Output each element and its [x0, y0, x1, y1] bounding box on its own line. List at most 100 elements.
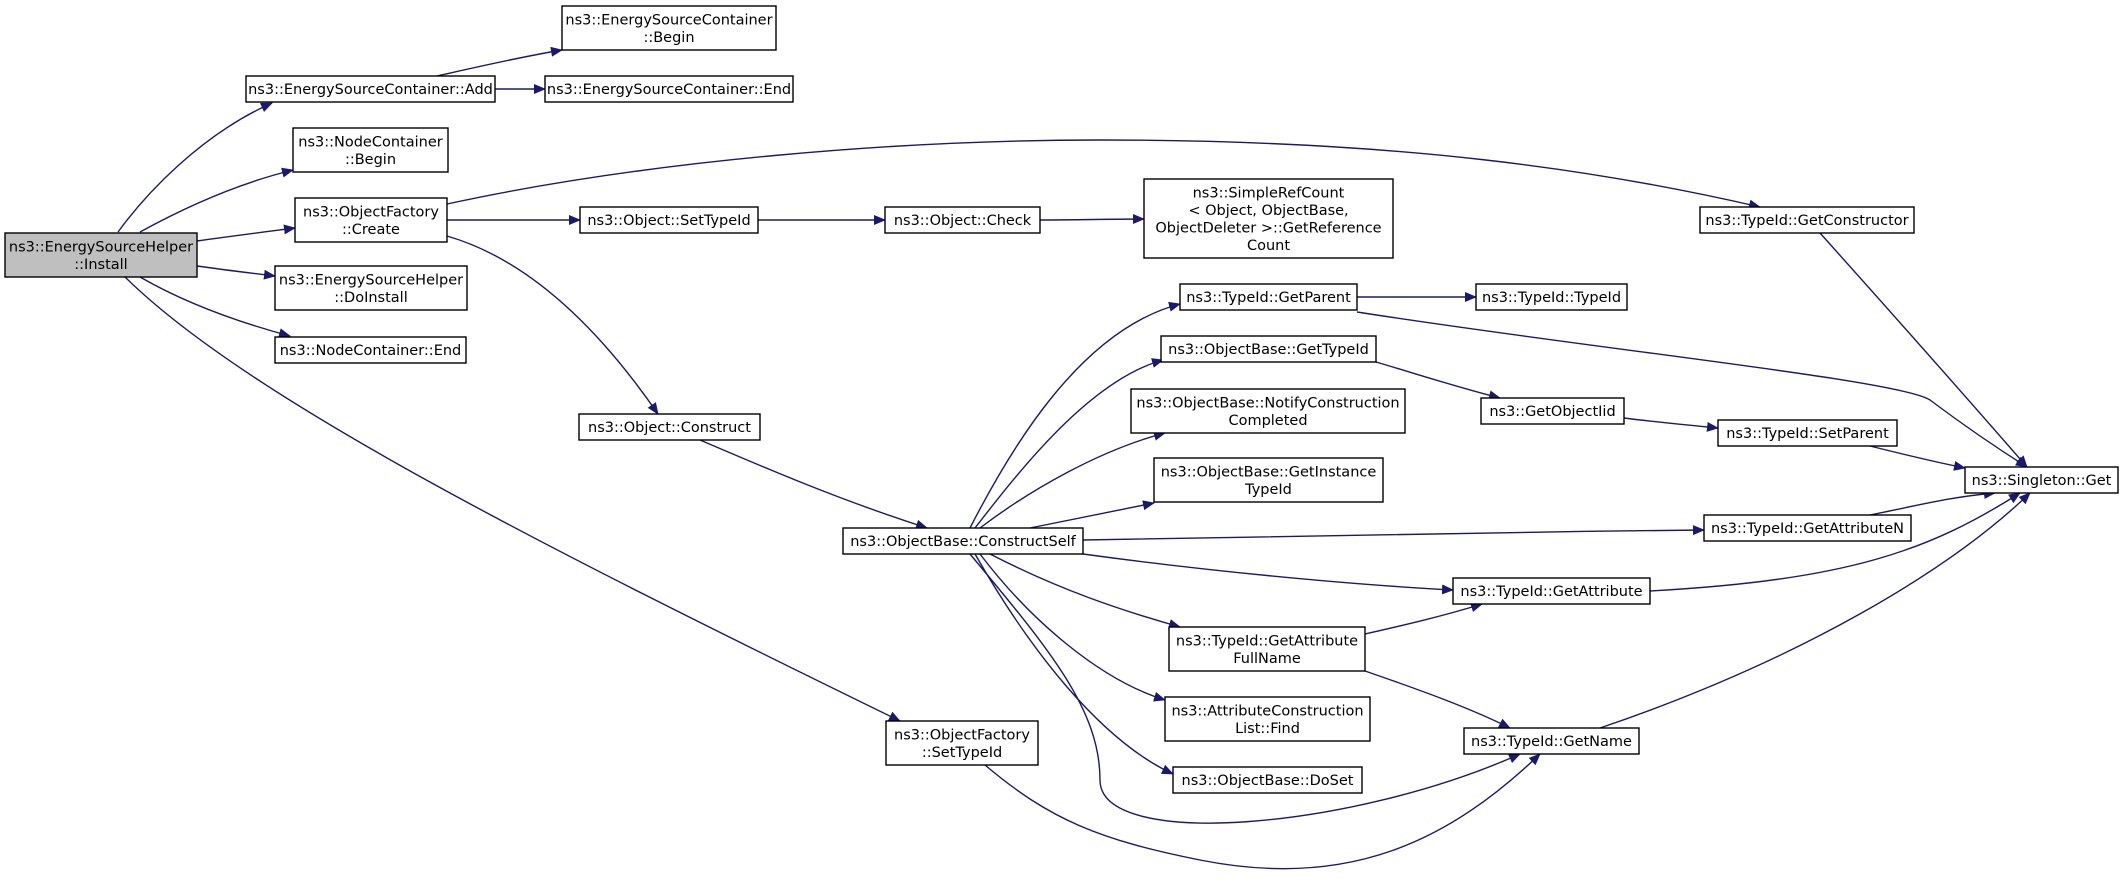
node-box — [1452, 577, 1651, 605]
edge-obj-construct-to-ob-constructself — [699, 439, 928, 530]
node-label-line: ObjectDeleter >::GetReference — [1155, 220, 1381, 236]
node-obj-check[interactable]: ns3::Object::Check — [884, 206, 1041, 234]
edge-ob-constructself-to-tid-getattribute — [1082, 553, 1454, 595]
edge-ob-constructself-to-ob-notifyconstruction — [979, 430, 1166, 529]
node-esh-doinstall[interactable]: ns3::EnergySourceHelper::DoInstall — [274, 265, 468, 311]
node-label-line: List::Find — [1235, 721, 1300, 737]
node-esc-add[interactable]: ns3::EnergySourceContainer::Add — [245, 75, 496, 103]
edge-obj-check-to-src-getrefcount — [1039, 214, 1145, 225]
node-label-line: ns3::EnergySourceContainer — [565, 12, 772, 28]
node-box — [245, 75, 496, 103]
edge-of-create-to-tid-getconstructor — [446, 139, 1761, 210]
node-label-line: ns3::TypeId::GetAttribute — [1176, 633, 1358, 649]
node-box — [1164, 696, 1371, 742]
edge-tid-getconstructor-to-singleton-get — [1819, 232, 2028, 468]
edge-install-to-nc-end — [139, 276, 291, 338]
node-ob-notifyconstruction[interactable]: ns3::ObjectBase::NotifyConstructionCompl… — [1130, 388, 1406, 434]
node-box — [578, 413, 761, 441]
node-src-getrefcount[interactable]: ns3::SimpleRefCount< Object, ObjectBase,… — [1143, 178, 1394, 259]
node-label-line: ns3::ObjectBase::NotifyConstruction — [1136, 395, 1399, 411]
edge-ob-constructself-to-tid-getname — [969, 553, 1521, 824]
node-label-line: ns3::TypeId::GetConstructor — [1705, 213, 1908, 229]
node-ob-gettypeid[interactable]: ns3::ObjectBase::GetTypeId — [1160, 335, 1377, 363]
node-box — [294, 197, 448, 243]
node-label-line: ns3::TypeId::GetAttribute — [1460, 584, 1642, 600]
node-label-line: ns3::ObjectBase::DoSet — [1182, 773, 1354, 789]
node-box — [1480, 397, 1625, 425]
node-box — [1703, 514, 1912, 542]
node-tid-getparent[interactable]: ns3::TypeId::GetParent — [1179, 283, 1358, 311]
edge-ob-constructself-to-tid-getparent — [969, 301, 1181, 529]
node-tid-typeid[interactable]: ns3::TypeId::TypeId — [1475, 283, 1628, 311]
node-box — [561, 5, 777, 51]
edge-tid-getattribute-to-singleton-get — [1649, 492, 2021, 592]
node-box — [1143, 178, 1394, 259]
node-ob-doset[interactable]: ns3::ObjectBase::DoSet — [1172, 766, 1363, 794]
node-singleton-get[interactable]: ns3::Singleton::Get — [1964, 466, 2119, 494]
edge-ob-constructself-to-acl-find — [979, 553, 1166, 702]
edge-ob-gettypeid-to-getobjectiid — [1375, 361, 1501, 401]
node-obj-construct[interactable]: ns3::Object::Construct — [578, 413, 761, 441]
edge-ob-constructself-to-ob-getinstancetypeid — [1029, 500, 1155, 529]
node-box — [4, 232, 198, 278]
edge-tid-getparent-to-singleton-get — [1356, 311, 2028, 468]
node-label-line: FullName — [1233, 651, 1301, 667]
node-getobjectiid[interactable]: ns3::GetObjectIid — [1480, 397, 1625, 425]
edge-install-to-nc-begin — [139, 167, 294, 233]
node-label-line: ns3::SimpleRefCount — [1193, 185, 1345, 201]
node-label-line: ::Install — [74, 257, 127, 273]
node-nc-end[interactable]: ns3::NodeContainer::End — [274, 336, 467, 364]
node-label-line: ns3::TypeId::GetAttributeN — [1711, 521, 1904, 537]
node-tid-getattributen[interactable]: ns3::TypeId::GetAttributeN — [1703, 514, 1912, 542]
node-tid-setparent[interactable]: ns3::TypeId::SetParent — [1717, 419, 1898, 447]
node-label-line: ns3::ObjectFactory — [894, 727, 1030, 743]
node-ob-constructself[interactable]: ns3::ObjectBase::ConstructSelf — [842, 527, 1084, 555]
node-tid-getconstructor[interactable]: ns3::TypeId::GetConstructor — [1699, 206, 1915, 234]
node-box — [1160, 335, 1377, 363]
edge-install-to-esh-doinstall — [196, 265, 276, 280]
node-label-line: Count — [1247, 238, 1290, 254]
node-tid-getattribute[interactable]: ns3::TypeId::GetAttribute — [1452, 577, 1651, 605]
node-obj-settypeid[interactable]: ns3::Object::SetTypeId — [579, 206, 759, 234]
node-box — [1153, 457, 1384, 503]
node-label-line: ns3::EnergySourceContainer::End — [547, 82, 791, 98]
edge-getobjectiid-to-tid-setparent — [1623, 417, 1719, 432]
node-label-line: ns3::AttributeConstruction — [1171, 703, 1363, 719]
edge-install-to-of-settypeid — [124, 276, 901, 722]
node-box — [544, 75, 794, 103]
edge-ob-constructself-to-tid-getattributen — [1082, 525, 1705, 541]
node-nc-begin[interactable]: ns3::NodeContainer::Begin — [292, 127, 449, 173]
node-box — [1130, 388, 1406, 434]
node-box — [885, 720, 1039, 766]
node-tid-getname[interactable]: ns3::TypeId::GetName — [1463, 727, 1640, 755]
edge-install-to-esc-add — [117, 102, 273, 233]
node-box — [1475, 283, 1628, 311]
node-label-line: ns3::GetObjectIid — [1489, 404, 1615, 420]
node-label-line: ns3::TypeId::TypeId — [1482, 290, 1621, 306]
node-box — [1463, 727, 1640, 755]
node-esc-end[interactable]: ns3::EnergySourceContainer::End — [544, 75, 794, 103]
node-of-settypeid[interactable]: ns3::ObjectFactory::SetTypeId — [885, 720, 1039, 766]
node-label-line: ::SetTypeId — [922, 745, 1002, 761]
node-box — [1172, 766, 1363, 794]
node-label-line: ns3::ObjectBase::GetInstance — [1161, 464, 1377, 480]
node-label-line: ns3::ObjectBase::ConstructSelf — [850, 534, 1076, 550]
node-box — [1699, 206, 1915, 234]
node-label-line: ns3::Object::Check — [894, 213, 1032, 229]
edge-of-settypeid-to-tid-getname — [984, 753, 1541, 870]
node-esc-begin[interactable]: ns3::EnergySourceContainer::Begin — [561, 5, 777, 51]
node-of-create[interactable]: ns3::ObjectFactory::Create — [294, 197, 448, 243]
edge-of-create-to-obj-construct — [446, 235, 659, 415]
node-label-line: ns3::ObjectBase::GetTypeId — [1168, 342, 1369, 358]
node-label-line: ::Begin — [345, 152, 396, 168]
node-label-line: ns3::TypeId::GetName — [1471, 734, 1632, 750]
edge-tid-getattributen-to-singleton-get — [1869, 488, 1996, 516]
node-label-line: TypeId — [1244, 482, 1292, 498]
edge-tid-setparent-to-singleton-get — [1869, 445, 1966, 471]
node-label-line: < Object, ObjectBase, — [1188, 203, 1348, 219]
node-label-line: ns3::NodeContainer::End — [280, 343, 462, 359]
node-install[interactable]: ns3::EnergySourceHelper::Install — [4, 232, 198, 278]
